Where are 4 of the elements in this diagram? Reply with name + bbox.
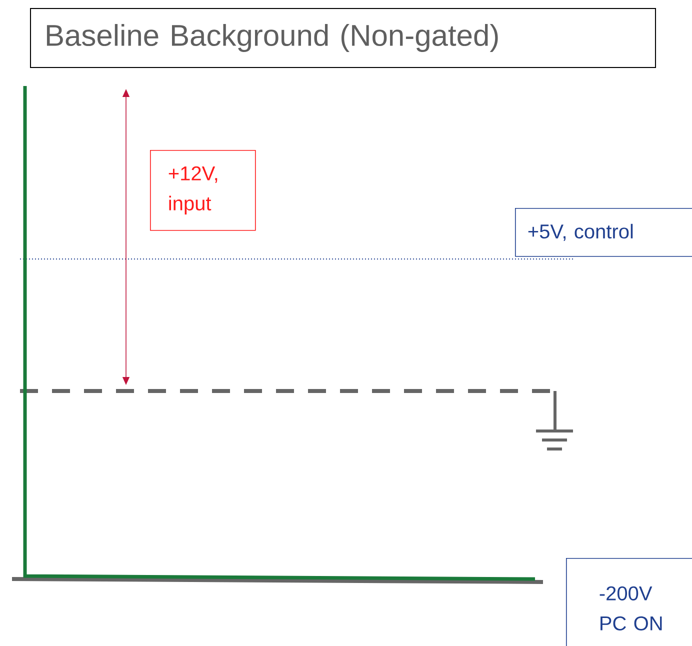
title-box: Baseline Background (Non-gated)	[30, 8, 656, 68]
label-box: +12V, input	[150, 150, 256, 231]
label-box: +5V, control	[515, 208, 692, 257]
label-box: -200V PC ON	[566, 558, 692, 646]
